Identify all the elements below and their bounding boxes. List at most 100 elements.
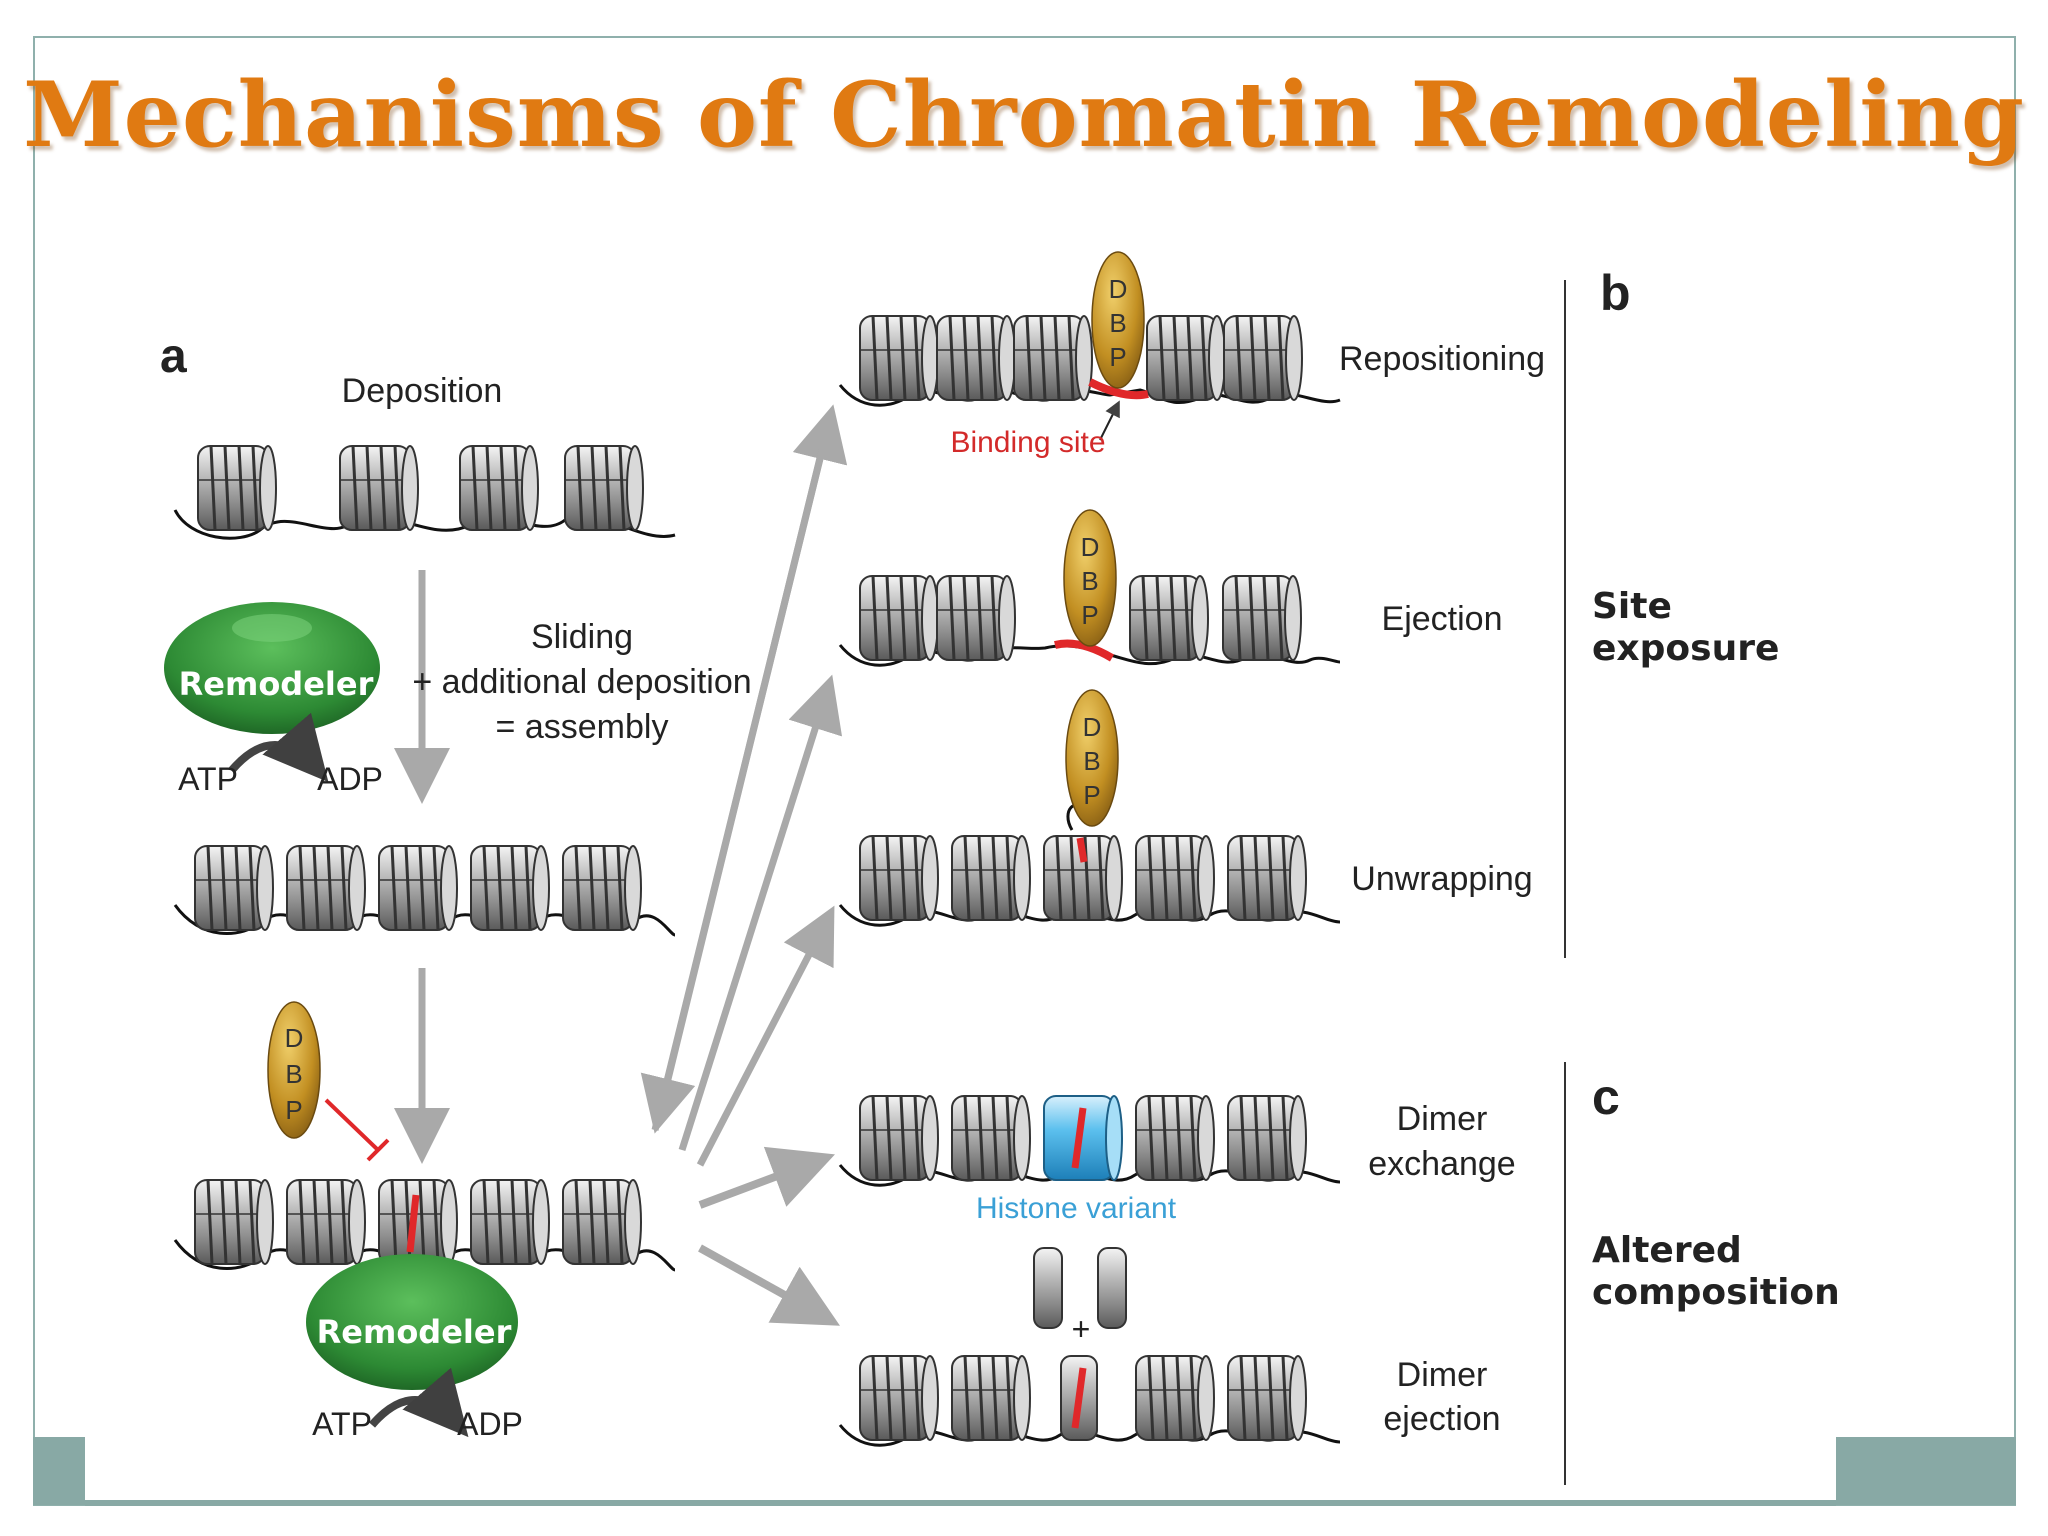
chromatin-row-ejection — [838, 574, 1341, 667]
nucleosome — [1134, 834, 1216, 922]
nucleosome — [1226, 834, 1308, 922]
chromatin-row-deposition — [173, 444, 676, 540]
nucleosome — [858, 314, 940, 402]
dbp-letter: P — [1081, 600, 1098, 630]
dbp-letter: D — [285, 1023, 304, 1053]
plus-sign: + — [1072, 1311, 1091, 1347]
nucleosome — [561, 1178, 643, 1266]
nucleosome — [1145, 314, 1227, 402]
unwrapping-label: Unwrapping — [1351, 860, 1532, 898]
assembly-label: = assembly — [496, 708, 669, 746]
binding-site-mark — [1054, 639, 1115, 662]
adp-label: ADP — [457, 1406, 523, 1442]
atp-adp-arrow — [228, 712, 329, 783]
nucleosome — [935, 574, 1017, 662]
binding-site-label: Binding site — [950, 426, 1105, 459]
nucleosome — [935, 314, 1017, 402]
nucleosome — [377, 844, 459, 932]
ejection-label: Ejection — [1382, 600, 1503, 638]
histone-variant-nucleosome — [1043, 1095, 1123, 1181]
histone-variant-label: Histone variant — [976, 1192, 1177, 1225]
nucleosome — [1221, 574, 1303, 662]
nucleosome — [1222, 314, 1304, 402]
nucleosome — [858, 1094, 940, 1182]
nucleosome — [469, 844, 551, 932]
nucleosome — [950, 834, 1032, 922]
remodeler-label: Remodeler — [317, 1313, 512, 1351]
atp-adp-arrow — [368, 1367, 469, 1438]
altered-composition-label: Altered — [1592, 1230, 1742, 1271]
nucleosome — [1134, 1094, 1216, 1182]
accent-bar-left — [33, 1437, 85, 1505]
nucleosome — [858, 1354, 940, 1442]
nucleosome — [196, 444, 278, 532]
panel-a-label: a — [160, 330, 187, 383]
binding-site-mark — [406, 1194, 420, 1253]
atp-label: ATP — [178, 761, 238, 797]
dbp-protein: D B P — [267, 1001, 321, 1139]
nucleosome — [469, 1178, 551, 1266]
inhibition-line — [324, 1098, 390, 1162]
chromatin-row-assembled — [173, 844, 676, 937]
deposition-label: Deposition — [342, 372, 503, 410]
adp-label: ADP — [317, 761, 383, 797]
remodeler-bottom: Remodeler — [306, 1254, 518, 1390]
dbp-letter: B — [1109, 308, 1126, 338]
nucleosome — [1226, 1354, 1308, 1442]
dimer-exchange-label: Dimer — [1397, 1100, 1488, 1138]
site-exposure-label: exposure — [1592, 628, 1779, 669]
accent-bar-bottom — [85, 1500, 1836, 1506]
remodeler-top: Remodeler — [164, 602, 380, 734]
dbp-letter: D — [1081, 532, 1100, 562]
nucleosome — [285, 1178, 367, 1266]
atp-label: ATP — [312, 1406, 372, 1442]
binding-site-mark — [1088, 378, 1149, 400]
altered-composition-label: composition — [1592, 1272, 1840, 1313]
nucleosome — [458, 444, 540, 532]
chromatin-row-dimer-ejection — [838, 1354, 1341, 1447]
nucleosome — [950, 1094, 1032, 1182]
nucleosome — [1134, 1354, 1216, 1442]
nucleosome — [285, 844, 367, 932]
dbp-protein: D B P — [1063, 509, 1117, 647]
repositioning-label: Repositioning — [1339, 340, 1545, 378]
sliding-label: Sliding — [531, 618, 633, 656]
nucleosome — [377, 1178, 459, 1266]
dbp-letter: P — [1083, 780, 1100, 810]
nucleosome — [1226, 1094, 1308, 1182]
dbp-protein: D B P — [1065, 689, 1119, 827]
hexasome — [1060, 1355, 1098, 1441]
nucleosome — [563, 444, 645, 532]
nucleosome — [193, 1178, 275, 1266]
dimer-exchange-label: exchange — [1368, 1145, 1515, 1183]
dbp-protein: D B P — [1091, 251, 1145, 389]
nucleosome — [858, 574, 940, 662]
nucleosome — [950, 1354, 1032, 1442]
nucleosome — [858, 834, 940, 922]
nucleosome — [193, 844, 275, 932]
slide-title: Mechanisms of Chromatin Remodeling — [23, 62, 2025, 168]
chromatin-row-dimer-exchange — [838, 1094, 1341, 1187]
binding-site-mark — [1076, 837, 1088, 863]
nucleosome — [338, 444, 420, 532]
dbp-letter: D — [1109, 274, 1128, 304]
accent-bar-right — [1836, 1437, 2016, 1505]
binding-site-pointer — [1099, 400, 1120, 441]
chromatin-row-repositioning — [838, 314, 1341, 407]
ejected-dimers: + — [1033, 1247, 1127, 1347]
dimer-ejection-label: Dimer — [1397, 1356, 1488, 1394]
dimer-ejection-label: ejection — [1383, 1400, 1500, 1438]
nucleosome — [1012, 314, 1094, 402]
slide-frame — [33, 36, 2016, 1506]
site-exposure-label: Site — [1592, 586, 1672, 627]
additional-deposition-label: + additional deposition — [412, 663, 751, 701]
dbp-letter: B — [1083, 746, 1100, 776]
remodeler-label: Remodeler — [179, 665, 374, 703]
outcome-arrows — [640, 404, 848, 1326]
panel-c-label: c — [1592, 1069, 1620, 1125]
dbp-letter: P — [285, 1095, 302, 1125]
dbp-letter: B — [1081, 566, 1098, 596]
nucleosome — [1128, 574, 1210, 662]
nucleosome — [561, 844, 643, 932]
